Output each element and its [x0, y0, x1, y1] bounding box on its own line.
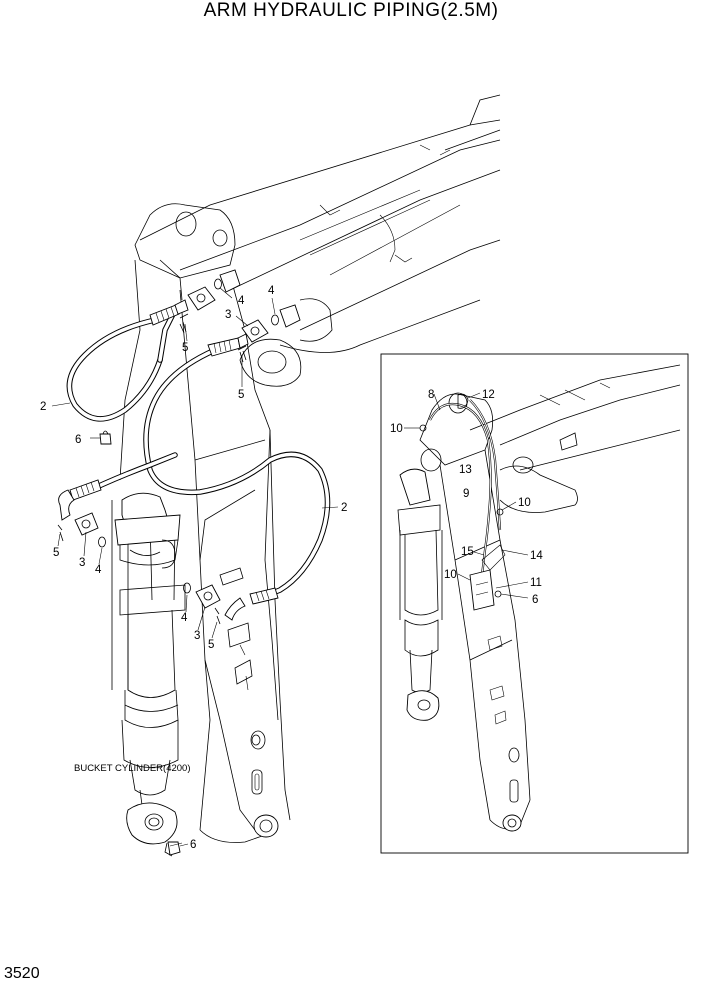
- inset-callout-14: 14: [530, 550, 543, 562]
- bucket-cylinder-note: BUCKET CYLINDER(4200): [74, 763, 191, 774]
- inset-callout-12: 12: [482, 389, 495, 401]
- inset-callout-10: 10: [444, 569, 457, 581]
- callout-4: 4: [181, 612, 188, 624]
- main-callouts: 2 2 3 3 3 4 4 4 4 5 5 5 5 6 6: [40, 285, 347, 851]
- callout-5: 5: [53, 547, 59, 559]
- callout-2: 2: [40, 401, 46, 413]
- inset-callout-13: 13: [459, 464, 472, 476]
- callout-5: 5: [182, 342, 188, 354]
- inset-detail: 8 12 10 13 9 10 15 14 10 11 6: [380, 353, 689, 854]
- page-number: 3520: [4, 965, 40, 982]
- flange-parts: [57, 269, 301, 625]
- arm-structure: [119, 94, 501, 843]
- inset-frame: [380, 353, 689, 854]
- inset-callout-15: 15: [461, 546, 474, 558]
- inset-callout-10: 10: [390, 423, 403, 435]
- inset-callout-6: 6: [532, 594, 538, 606]
- callout-3: 3: [225, 309, 231, 321]
- inset-callout-8: 8: [428, 389, 434, 401]
- inset-callout-11: 11: [530, 577, 542, 589]
- callout-4: 4: [95, 564, 102, 576]
- main-leaders: [51, 287, 339, 847]
- bucket-cylinder: [111, 492, 189, 857]
- inset-callout-9: 9: [463, 488, 469, 500]
- callout-5: 5: [238, 389, 244, 401]
- callout-3: 3: [194, 630, 200, 642]
- callout-4: 4: [238, 295, 245, 307]
- callout-5: 5: [208, 639, 214, 651]
- callout-6: 6: [190, 839, 196, 851]
- diagram-title: ARM HYDRAULIC PIPING(2.5M): [203, 0, 499, 21]
- callout-6: 6: [75, 434, 81, 446]
- callout-2: 2: [341, 502, 347, 514]
- hose-lines: [58, 299, 331, 621]
- callout-3: 3: [79, 557, 85, 569]
- inset-callout-10: 10: [518, 497, 531, 509]
- callout-4: 4: [268, 285, 275, 297]
